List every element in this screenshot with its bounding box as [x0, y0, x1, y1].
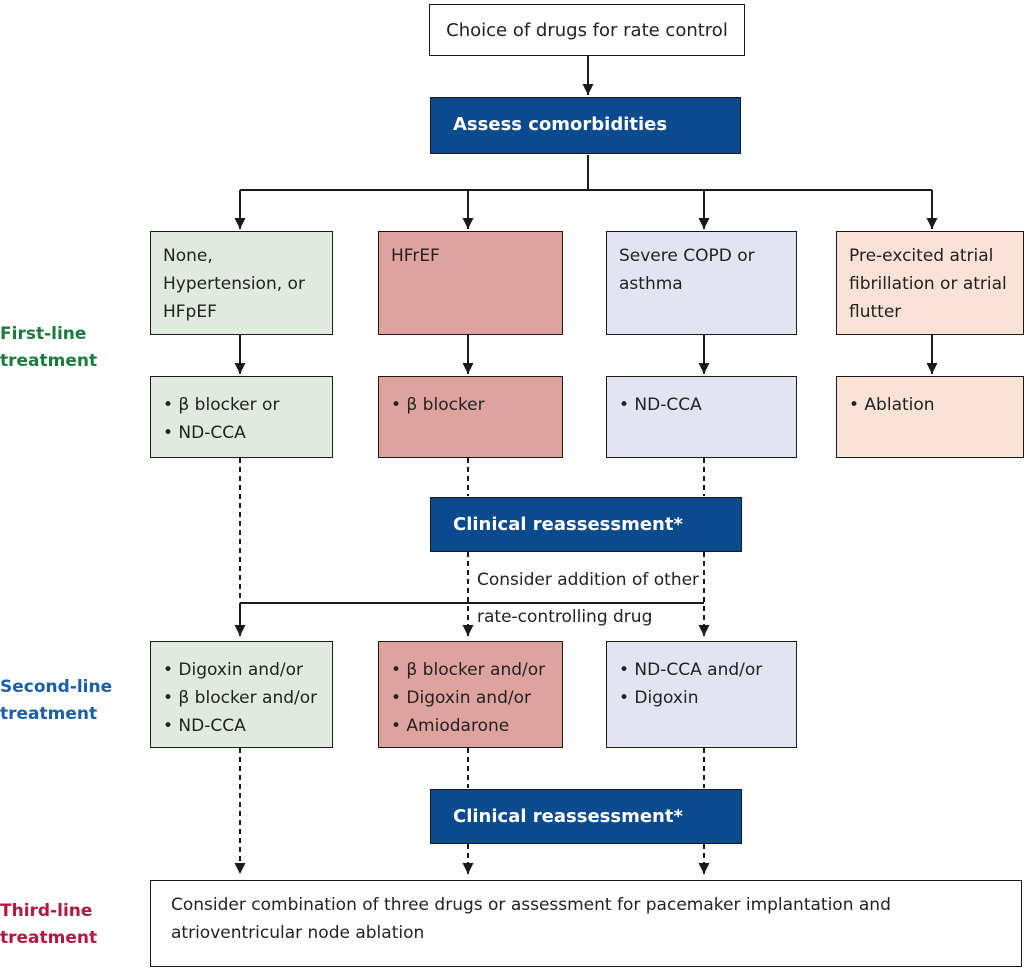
first-line-preexcited: • Ablation [836, 376, 1024, 458]
list-item: • β blocker or [163, 395, 280, 415]
first-line-none: • β blocker or • ND-CCA [150, 376, 333, 458]
stage-third-line: Third-line treatment [0, 901, 98, 948]
assess-label: Assess comorbidities [453, 114, 668, 135]
list-item: • ND-CCA [163, 423, 246, 443]
consider-text-line-1: Consider addition of other [474, 570, 703, 590]
list-item: • β blocker and/or [163, 688, 318, 708]
list-item: • β blocker [391, 395, 485, 415]
second-line-hfref: • β blocker and/or • Digoxin and/or • Am… [378, 641, 563, 748]
consider-text-line-2: rate-controlling drug [474, 607, 656, 627]
list-item: • Ablation [849, 395, 935, 415]
choice-box: Choice of drugs for rate control [429, 4, 745, 56]
clinical-reassessment-1: Clinical reassessment* [430, 497, 742, 552]
list-item: • Amiodarone [391, 716, 510, 736]
comorbidity-hfref: HFrEF [378, 231, 563, 335]
reassess-label: Clinical reassessment* [453, 806, 683, 827]
stage-second-line: Second-line treatment [0, 677, 113, 724]
list-item: • ND-CCA and/or [619, 660, 763, 680]
list-item: • ND-CCA [163, 716, 246, 736]
stage-first-line: First-line treatment [0, 324, 98, 371]
comorbidity-none: None, Hypertension, or HFpEF [150, 231, 333, 335]
list-item: • Digoxin and/or [391, 688, 531, 708]
reassess-label: Clinical reassessment* [453, 514, 683, 535]
list-item: • Digoxin [619, 688, 699, 708]
assess-comorbidities-box: Assess comorbidities [430, 97, 741, 154]
first-line-hfref: • β blocker [378, 376, 563, 458]
first-line-copd: • ND-CCA [606, 376, 797, 458]
third-line-text: Consider combination of three drugs or a… [171, 895, 891, 943]
comorbidity-preexcited: Pre-excited atrial fibrillation or atria… [836, 231, 1024, 335]
second-line-none: • Digoxin and/or • β blocker and/or • ND… [150, 641, 333, 748]
list-item: • ND-CCA [619, 395, 702, 415]
list-item: • Digoxin and/or [163, 660, 303, 680]
list-item: • β blocker and/or [391, 660, 546, 680]
choice-title: Choice of drugs for rate control [446, 20, 728, 41]
comorbidity-copd: Severe COPD or asthma [606, 231, 797, 335]
clinical-reassessment-2: Clinical reassessment* [430, 789, 742, 844]
second-line-copd: • ND-CCA and/or • Digoxin [606, 641, 797, 748]
third-line-box: Consider combination of three drugs or a… [150, 880, 1022, 967]
